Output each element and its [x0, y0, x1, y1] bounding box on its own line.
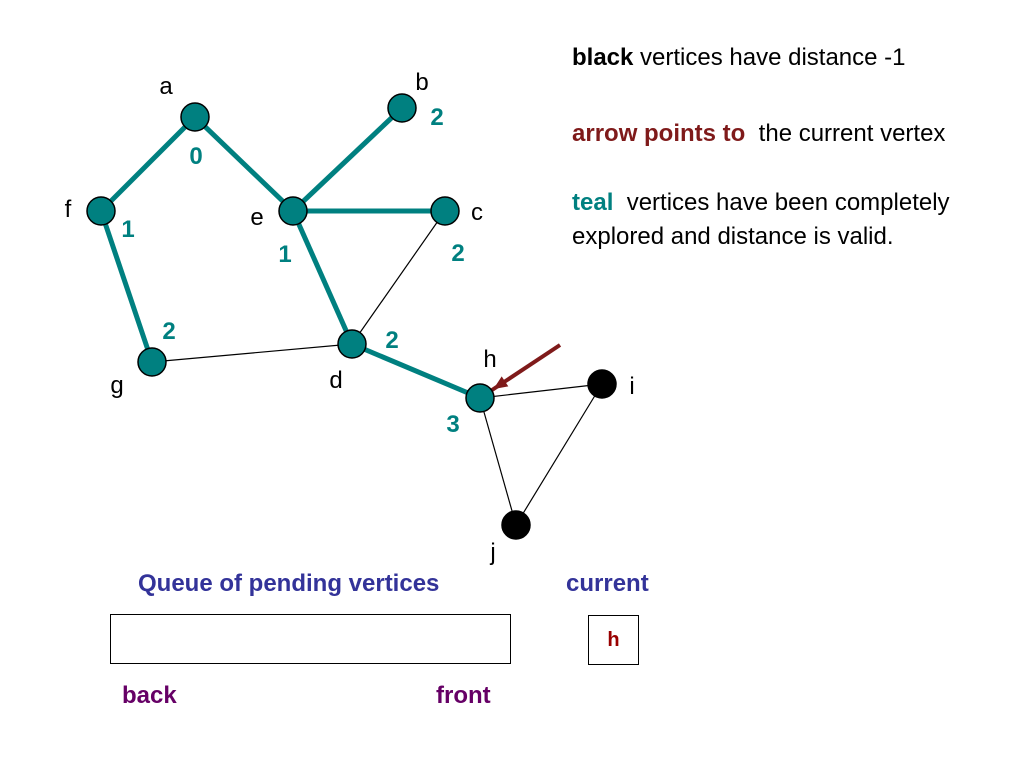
edge-i-j — [515, 383, 603, 526]
vertex-label-i: i — [629, 373, 634, 400]
edge-c-d — [351, 210, 446, 345]
legend-black-word: black — [572, 44, 634, 71]
vertex-label-a: a — [159, 73, 173, 100]
vertex-label-f: f — [65, 196, 72, 223]
legend-black-text: vertices have distance -1 — [633, 44, 906, 71]
current-vertex-arrowhead — [493, 376, 509, 390]
edge-a-e — [193, 115, 295, 213]
legend-arrow: arrow points to the current vertex — [572, 117, 945, 151]
vertex-label-e: e — [250, 204, 263, 231]
vertex-e — [278, 196, 308, 226]
legend-teal-word: teal — [572, 189, 614, 216]
legend-black: black vertices have distance -1 — [572, 41, 906, 75]
edge-h-i — [479, 383, 603, 399]
current-title: current — [566, 570, 649, 597]
edge-a-f — [99, 115, 197, 213]
vertex-f — [86, 196, 116, 226]
edge-g-d — [151, 343, 353, 363]
legend-arrow-word: arrow points to — [572, 120, 746, 147]
current-box: h — [588, 615, 639, 665]
distance-label-a: 0 — [189, 143, 202, 170]
edge-e-b — [291, 106, 404, 213]
queue-title: Queue of pending vertices — [138, 570, 440, 597]
queue-box — [110, 614, 511, 664]
queue-front-label: front — [436, 682, 491, 709]
legend-teal-text: vertices have been completely explored a… — [572, 189, 957, 250]
vertex-label-g: g — [110, 372, 123, 399]
vertex-g — [137, 347, 167, 377]
distance-label-g: 2 — [162, 318, 175, 345]
edge-h-j — [479, 397, 517, 526]
queue-back-label: back — [122, 682, 177, 709]
edge-f-g — [98, 210, 155, 363]
distance-label-b: 2 — [430, 104, 443, 131]
distance-label-f: 1 — [121, 216, 134, 243]
vertex-label-d: d — [329, 367, 342, 394]
distance-label-h: 3 — [446, 411, 459, 438]
edge-e-d — [290, 209, 355, 346]
legend-arrow-text: the current vertex — [745, 120, 946, 147]
distance-label-e: 1 — [278, 241, 291, 268]
distance-label-d: 2 — [385, 327, 398, 354]
edge-d-h — [351, 341, 481, 401]
current-value: h — [607, 628, 620, 651]
vertex-label-j: j — [489, 539, 495, 566]
vertex-h — [465, 383, 495, 413]
vertex-j — [501, 510, 531, 540]
vertex-a — [180, 102, 210, 132]
vertex-label-h: h — [483, 346, 496, 373]
distance-label-c: 2 — [451, 240, 464, 267]
vertex-label-b: b — [415, 69, 428, 96]
vertex-c — [430, 196, 460, 226]
vertex-b — [387, 93, 417, 123]
vertex-label-c: c — [471, 199, 483, 226]
vertex-i — [587, 369, 617, 399]
vertex-d — [337, 329, 367, 359]
legend-teal: teal vertices have been completely explo… — [572, 186, 1012, 254]
